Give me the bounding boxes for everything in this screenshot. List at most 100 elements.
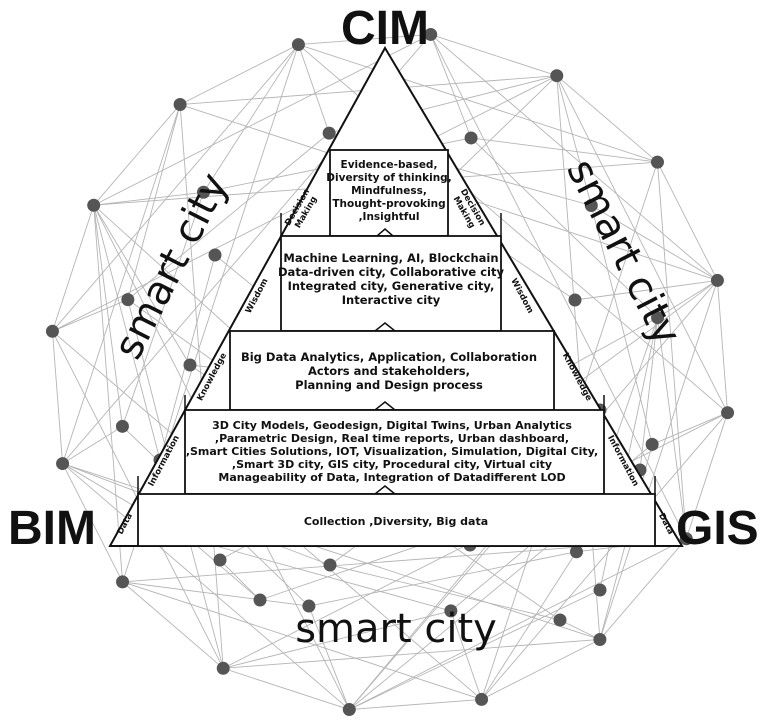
network-edge [574, 279, 718, 301]
network-node [302, 599, 316, 613]
tier-line-data: Collection ,Diversity, Big data [304, 515, 488, 528]
network-edge [308, 551, 577, 607]
network-edge [651, 412, 728, 445]
network-edge [599, 538, 687, 640]
tier-line: Planning and Design process [295, 378, 483, 392]
tier-notch [376, 228, 394, 237]
network-node [650, 155, 664, 169]
network-edge [51, 331, 64, 464]
network-edge [430, 34, 472, 139]
network-edge [298, 44, 330, 134]
network-node [721, 406, 735, 420]
network-edge [62, 425, 123, 464]
network-node [45, 324, 59, 338]
network-edge [470, 137, 658, 318]
network-edge [223, 639, 600, 669]
network-edge [556, 75, 592, 206]
network-edge [349, 698, 482, 711]
network-edge [657, 317, 687, 539]
tier-text-decision-making: Evidence-based, Diversity of thinking, M… [326, 159, 451, 223]
network-edge [481, 639, 601, 700]
tier-line: Integrated city, Generative city, [288, 279, 495, 293]
network-node [253, 593, 267, 607]
network-edge [657, 280, 718, 319]
network-node [553, 613, 567, 627]
network-node [208, 248, 222, 262]
network-node [550, 69, 564, 83]
network-node [569, 545, 583, 559]
network-node [323, 558, 337, 572]
network-edge [716, 280, 729, 413]
tier-line: Interactive city [342, 293, 441, 307]
network-node [116, 575, 130, 589]
tier-text-wisdom: Machine Learning, AI, Blockchain Data-dr… [278, 251, 504, 307]
network-edge [188, 538, 224, 669]
corner-label-gis: GIS [676, 502, 759, 555]
network-edge [559, 619, 601, 640]
network-node [679, 532, 693, 546]
network-edge [223, 667, 350, 710]
network-edge [430, 34, 557, 77]
network-edge [349, 589, 601, 710]
tier-line: Evidence-based, [341, 159, 438, 171]
network-edge [556, 75, 728, 413]
network-edge [93, 191, 204, 206]
network-node [593, 583, 607, 597]
network-edge [556, 75, 658, 163]
network-edge [308, 605, 350, 710]
network-edge [127, 132, 330, 300]
network-edge [122, 581, 482, 700]
network-edge [159, 254, 216, 461]
network-edge [52, 44, 299, 332]
network-node [475, 692, 489, 706]
network-node [593, 632, 607, 646]
tier-line: ,Insightful [359, 211, 420, 223]
network-edge [657, 161, 718, 281]
network-node [342, 703, 356, 717]
network-edge [93, 205, 123, 427]
tier-box-wisdom [280, 235, 502, 332]
network-edge [298, 44, 658, 163]
network-node [464, 131, 478, 145]
network-edge [430, 34, 718, 281]
network-edge [599, 280, 718, 640]
tier-line: 3D City Models, Geodesign, Digital Twins… [212, 419, 572, 432]
network-edge [52, 205, 95, 332]
network-edge [188, 538, 261, 601]
tier-text-knowledge: Big Data Analytics, Application, Collabo… [241, 350, 537, 392]
network-node [322, 126, 336, 140]
tier-line: Big Data Analytics, Application, Collabo… [241, 350, 537, 364]
network-edge [223, 610, 451, 669]
network-edge [122, 581, 309, 607]
network-edge [93, 204, 191, 366]
tier-line: ,Parametric Design, Real time reports, U… [215, 432, 569, 445]
network-edge [590, 205, 653, 445]
tier-text-information: 3D City Models, Geodesign, Digital Twins… [186, 419, 598, 484]
tier-box-knowledge [229, 330, 555, 411]
network-node [444, 604, 458, 618]
network-edge [591, 205, 718, 281]
tier-line: Manageability of Data, Integration of Da… [218, 471, 565, 484]
network-edge [188, 538, 451, 612]
tier-notch [374, 485, 396, 495]
network-edge [219, 559, 261, 601]
tier-line: Machine Learning, AI, Blockchain [283, 251, 498, 265]
tier-line: Data-driven city, Collaborative city [278, 265, 504, 279]
network-node [568, 293, 582, 307]
network-edge [657, 162, 687, 539]
network-node [87, 198, 101, 212]
network-edge [450, 610, 482, 700]
network-node [710, 273, 724, 287]
tier-box-data [137, 493, 656, 547]
network-node [291, 38, 305, 52]
network-edge [481, 551, 577, 700]
tier-line: Thought-provoking [332, 198, 445, 210]
network-edge [329, 564, 561, 621]
network-node [115, 419, 129, 433]
network-edge [62, 463, 123, 583]
corner-label-cim: CIM [341, 2, 429, 55]
tier-line: ,Smart Cities Solutions, IOT, Visualizat… [186, 445, 598, 458]
network-edge [93, 34, 431, 206]
network-edge [639, 317, 659, 471]
